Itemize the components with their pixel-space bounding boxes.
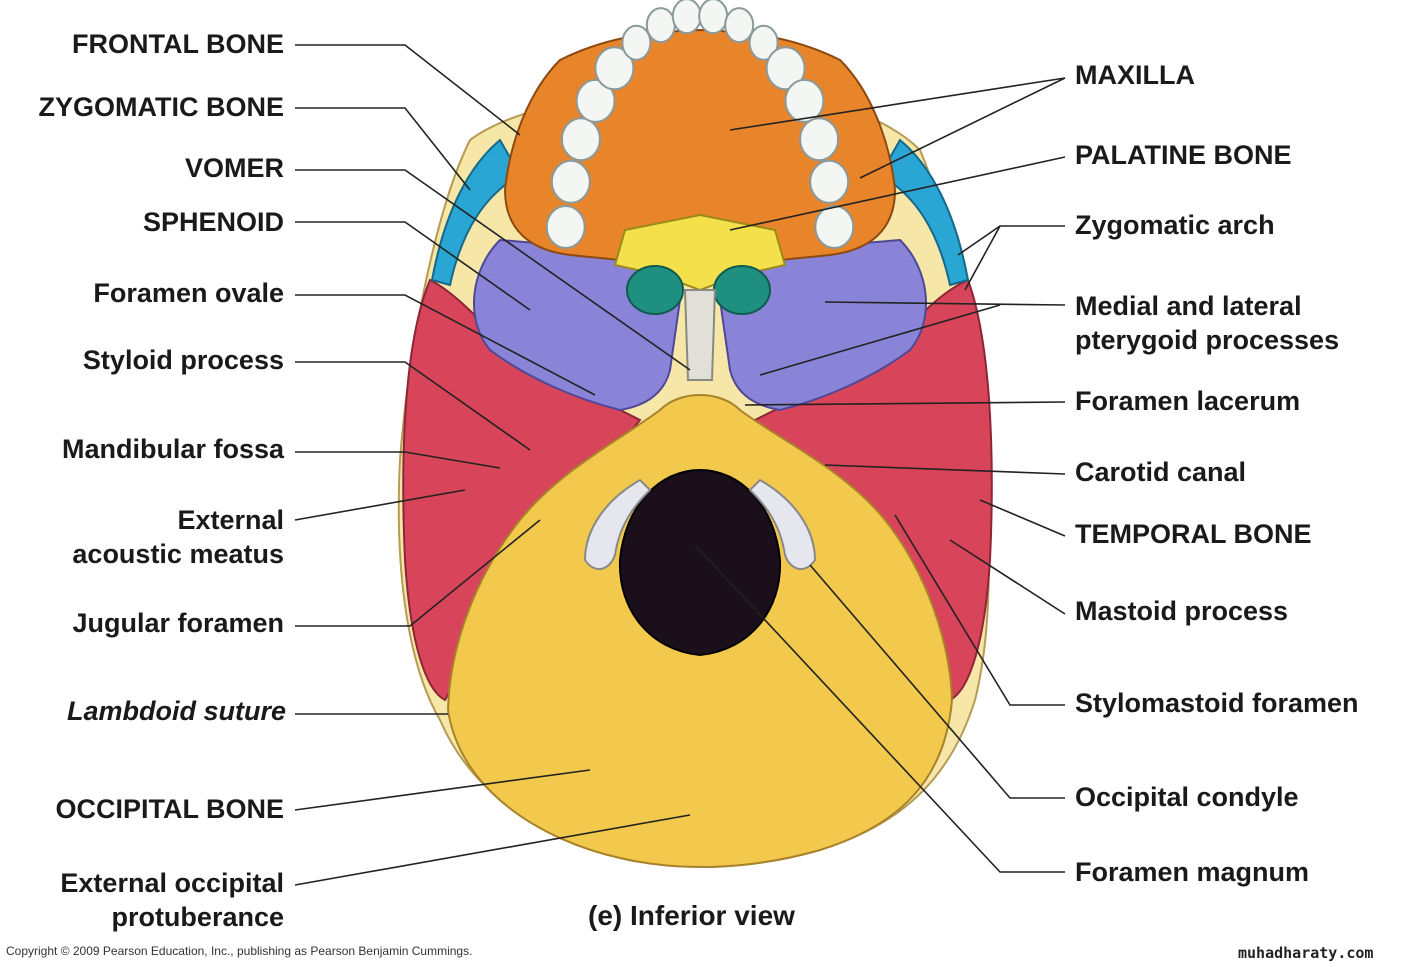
tooth <box>645 7 676 44</box>
copyright-notice: Copyright © 2009 Pearson Education, Inc.… <box>6 944 473 958</box>
leader-temporal <box>979 499 1066 537</box>
label-carotid-canal: Carotid canal <box>1075 457 1247 487</box>
tooth <box>560 117 601 162</box>
leader-external-acoustic <box>294 489 466 521</box>
tooth <box>621 24 652 61</box>
tooth <box>765 46 806 91</box>
tooth <box>809 159 850 204</box>
leader-mandibular-fossa <box>295 451 501 469</box>
occipital-condyle-left <box>583 478 652 570</box>
label-mandibular-fossa: Mandibular fossa <box>61 434 284 464</box>
tooth <box>748 24 779 61</box>
label-external-acoustic-line1: External <box>177 505 284 535</box>
foramen-magnum-shape <box>618 468 782 657</box>
leader-ext-occ <box>294 814 691 886</box>
label-vomer: VOMER <box>184 153 284 183</box>
leader-vomer <box>295 169 691 371</box>
leader-stylomastoid <box>894 514 1065 706</box>
leader-carotid <box>824 464 1066 475</box>
leader-foramen-lacerum <box>744 401 1066 406</box>
label-foramen-lacerum: Foramen lacerum <box>1075 386 1301 416</box>
occipital-condyle-right <box>748 478 817 570</box>
leader-foramen-ovale <box>295 294 596 396</box>
label-temporal-bone: TEMPORAL BONE <box>1075 519 1312 549</box>
leader-maxilla-b <box>859 77 1066 179</box>
leader-mastoid <box>949 539 1066 615</box>
label-palatine-bone: PALATINE BONE <box>1075 140 1292 170</box>
label-external-occipital-line1: External occipital <box>60 868 284 898</box>
label-jugular-foramen: Jugular foramen <box>72 608 284 638</box>
label-zygomatic-bone: ZYGOMATIC BONE <box>38 92 285 122</box>
label-external-acoustic-line2: acoustic meatus <box>72 539 284 569</box>
leader-maxilla-a <box>729 77 1066 131</box>
leader-zygomatic <box>295 107 471 191</box>
label-foramen-magnum: Foramen magnum <box>1075 857 1310 887</box>
label-styloid-process: Styloid process <box>82 345 284 375</box>
tooth <box>594 46 635 91</box>
leader-occipital <box>294 769 591 811</box>
vomer-shape <box>683 289 717 381</box>
label-external-occipital-line2: protuberance <box>111 902 284 932</box>
label-maxilla: MAXILLA <box>1075 60 1195 90</box>
label-zygomatic-arch: Zygomatic arch <box>1075 210 1275 240</box>
label-pterygoid-line1: Medial and lateral <box>1075 291 1302 321</box>
leader-occipital-condyle <box>809 564 1065 799</box>
label-mastoid-process: Mastoid process <box>1075 596 1289 626</box>
tooth <box>799 117 840 162</box>
zygomatic-bone-left-shape <box>430 138 522 287</box>
label-foramen-ovale: Foramen ovale <box>93 278 284 308</box>
label-occipital-condyle: Occipital condyle <box>1075 782 1299 812</box>
tooth <box>550 159 591 204</box>
leader-pterygoid-b <box>759 304 1001 376</box>
tooth <box>575 78 616 123</box>
leader-zyg-arch-a <box>957 225 1065 256</box>
choana-left <box>626 265 684 315</box>
leader-jugular <box>295 519 541 627</box>
teeth-row <box>545 0 855 249</box>
label-occipital-bone: OCCIPITAL BONE <box>55 794 284 824</box>
leader-zyg-arch-b <box>964 225 1001 291</box>
tooth <box>784 78 825 123</box>
tooth <box>724 7 755 44</box>
zygomatic-bone-right-shape <box>878 138 970 287</box>
label-lambdoid-suture: Lambdoid suture <box>66 696 286 726</box>
tooth <box>545 205 586 249</box>
tooth <box>814 205 855 249</box>
label-frontal-bone: FRONTAL BONE <box>72 29 284 59</box>
leader-sphenoid <box>295 221 531 311</box>
label-sphenoid: SPHENOID <box>142 207 284 237</box>
tooth <box>671 0 702 35</box>
tooth <box>698 0 729 35</box>
leader-palatine <box>729 156 1066 231</box>
figure-caption: (e) Inferior view <box>588 900 795 931</box>
leader-frontal <box>295 44 521 136</box>
leader-foramen-magnum <box>694 544 1065 873</box>
label-pterygoid-line2: pterygoid processes <box>1075 325 1340 355</box>
leader-pterygoid-a <box>824 301 1066 306</box>
watermark-text: muhadharaty.com <box>1238 944 1374 962</box>
choana-right <box>713 265 771 315</box>
label-stylomastoid-foramen: Stylomastoid foramen <box>1075 688 1359 718</box>
leader-styloid <box>295 361 531 451</box>
leader-lines <box>294 44 1066 886</box>
